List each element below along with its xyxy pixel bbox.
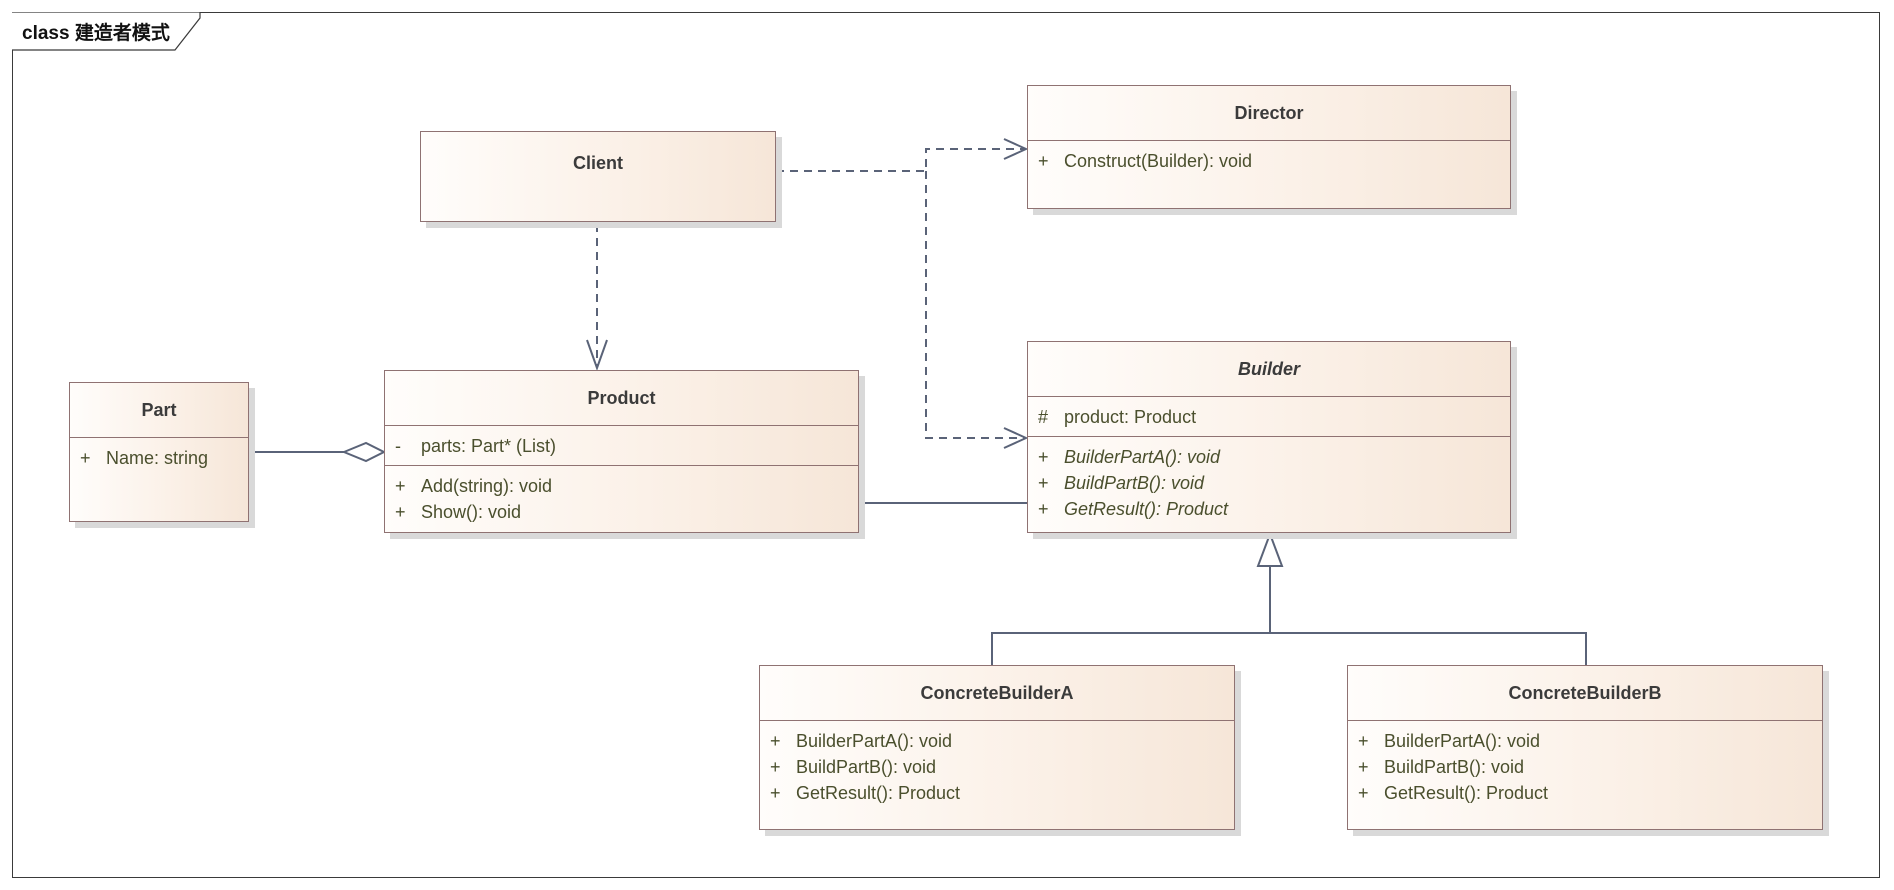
- operation-text: GetResult(): Product: [796, 783, 961, 803]
- operation-text: Add(string): void: [421, 476, 553, 496]
- visibility-marker: -: [395, 436, 401, 456]
- operation-row: + GetResult(): Product: [1028, 496, 1510, 522]
- operation-text: BuilderPartA(): void: [1064, 447, 1221, 467]
- class-director[interactable]: Director + Construct(Builder): void: [1027, 85, 1511, 209]
- attribute-row: -parts: Part* (List): [385, 433, 858, 459]
- class-name: Part: [141, 399, 177, 420]
- operation-row: + GetResult(): Product: [1348, 780, 1822, 806]
- frame-title: class 建造者模式: [22, 23, 170, 44]
- visibility-marker: +: [395, 476, 406, 496]
- visibility-marker: +: [1038, 151, 1049, 171]
- operation-row: + Add(string): void: [385, 473, 858, 499]
- operation-row: + Construct(Builder): void: [1028, 148, 1510, 174]
- operations-compartment: + BuilderPartA(): void + BuildPartB(): voi…: [1028, 436, 1510, 528]
- attributes-compartment: + Name: string: [70, 437, 248, 477]
- operation-text: GetResult(): Product: [1384, 783, 1549, 803]
- attribute-row: + Name: string: [70, 445, 248, 471]
- class-name: Client: [572, 152, 623, 173]
- operation-row: + BuilderPartA(): void: [1348, 728, 1822, 754]
- class-product[interactable]: Product -parts: Part* (List) + Add(string…: [384, 370, 859, 533]
- visibility-marker: +: [1038, 499, 1049, 519]
- operations-compartment: + Add(string): void + Show(): void: [385, 465, 858, 531]
- visibility-marker: +: [80, 448, 91, 468]
- operations-compartment: + BuilderPartA(): void + BuildPartB(): voi…: [1348, 720, 1822, 812]
- frame-label-tab: [12, 12, 201, 51]
- operation-text: GetResult(): Product: [1064, 499, 1229, 519]
- attribute-row: # product: Product: [1028, 404, 1510, 430]
- operation-text: Construct(Builder): void: [1064, 151, 1253, 171]
- visibility-marker: #: [1038, 407, 1049, 427]
- operation-row: + BuildPartB(): void: [760, 754, 1234, 780]
- operation-row: + GetResult(): Product: [760, 780, 1234, 806]
- visibility-marker: +: [1038, 473, 1049, 493]
- operation-row: + Show(): void: [385, 499, 858, 525]
- attributes-compartment: -parts: Part* (List): [385, 425, 858, 465]
- class-concrete-builder-a[interactable]: ConcreteBuilderA + BuilderPartA(): void +…: [759, 665, 1235, 830]
- operations-compartment: + BuilderPartA(): void + BuildPartB(): voi…: [760, 720, 1234, 812]
- operation-text: BuildPartB(): void: [1384, 757, 1525, 777]
- attribute-text: Name: string: [106, 448, 209, 468]
- attribute-text: product: Product: [1064, 407, 1197, 427]
- visibility-marker: +: [770, 731, 781, 751]
- class-name: ConcreteBuilderA: [920, 682, 1074, 703]
- visibility-marker: +: [1358, 757, 1369, 777]
- attributes-compartment: # product: Product: [1028, 396, 1510, 436]
- class-client[interactable]: Client: [420, 131, 776, 222]
- operation-row: + BuilderPartA(): void: [1028, 444, 1510, 470]
- visibility-marker: +: [1358, 783, 1369, 803]
- class-name: Director: [1234, 102, 1304, 123]
- operation-text: BuilderPartA(): void: [796, 731, 953, 751]
- class-concrete-builder-b[interactable]: ConcreteBuilderB + BuilderPartA(): void +…: [1347, 665, 1823, 830]
- operation-row: + BuildPartB(): void: [1348, 754, 1822, 780]
- operations-compartment: + Construct(Builder): void: [1028, 140, 1510, 180]
- visibility-marker: +: [770, 757, 781, 777]
- visibility-marker: +: [1358, 731, 1369, 751]
- operation-text: BuilderPartA(): void: [1384, 731, 1541, 751]
- operation-row: + BuildPartB(): void: [1028, 470, 1510, 496]
- class-name: Product: [587, 387, 656, 408]
- operation-text: Show(): void: [421, 502, 522, 522]
- visibility-marker: +: [770, 783, 781, 803]
- operation-text: BuildPartB(): void: [1064, 473, 1205, 493]
- operation-text: BuildPartB(): void: [796, 757, 937, 777]
- class-name: Builder: [1237, 358, 1300, 379]
- diagram-frame: [12, 12, 1880, 878]
- visibility-marker: +: [1038, 447, 1049, 467]
- operation-row: + BuilderPartA(): void: [760, 728, 1234, 754]
- attribute-text: parts: Part* (List): [421, 436, 557, 456]
- visibility-marker: +: [395, 502, 406, 522]
- class-name: ConcreteBuilderB: [1508, 682, 1662, 703]
- class-builder[interactable]: Builder # product: Product + BuilderPartA(…: [1027, 341, 1511, 533]
- class-part[interactable]: Part + Name: string: [69, 382, 249, 522]
